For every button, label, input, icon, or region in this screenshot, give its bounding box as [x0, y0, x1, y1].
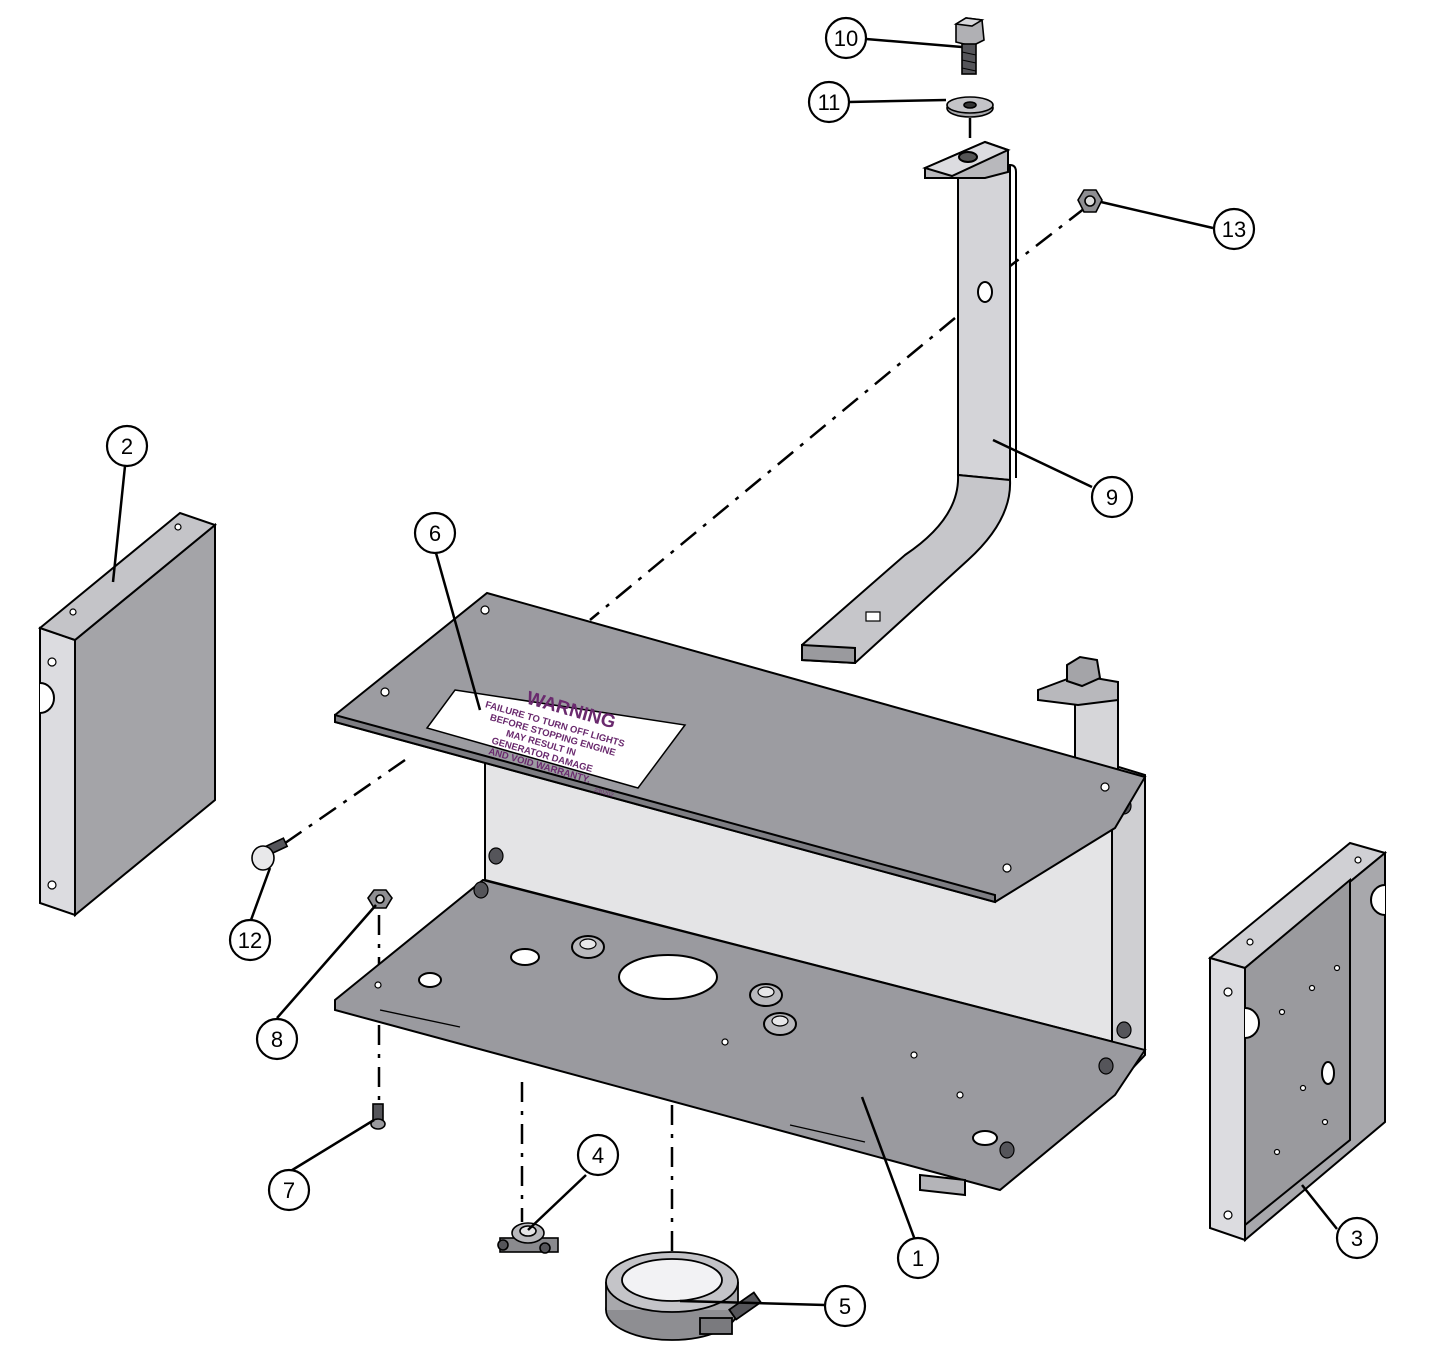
- callout-10: 10: [824, 16, 868, 60]
- callout-3-label: 3: [1351, 1226, 1363, 1251]
- callout-11: 11: [807, 80, 851, 124]
- callout-2: 2: [105, 424, 149, 468]
- callout-7: 7: [267, 1168, 311, 1212]
- part-12-screw: [251, 837, 289, 871]
- callout-5-label: 5: [839, 1294, 851, 1319]
- callout-6: 6: [413, 511, 457, 555]
- top-plate: [334, 591, 1147, 904]
- callout-4-label: 4: [592, 1143, 604, 1168]
- part-13-nut: [1077, 189, 1103, 213]
- part-3-side-panel: [1207, 841, 1388, 1243]
- part-5-clamp-connector: [605, 1251, 762, 1341]
- callout-12-label: 12: [238, 928, 262, 953]
- callout-10-label: 10: [834, 26, 858, 51]
- part-11-washer: [946, 96, 994, 118]
- callout-8: 8: [255, 1017, 299, 1061]
- callout-1-label: 1: [912, 1246, 924, 1271]
- callout-2-label: 2: [121, 434, 133, 459]
- callout-13-label: 13: [1222, 217, 1246, 242]
- callout-13: 13: [1212, 207, 1256, 251]
- leader-lines: [111, 37, 1338, 1307]
- callout-3: 3: [1335, 1216, 1379, 1260]
- part-2-side-panel: [37, 511, 218, 918]
- part-10-bolt: [953, 17, 985, 75]
- callout-8-label: 8: [271, 1027, 283, 1052]
- warning-code: 230202: [593, 788, 615, 799]
- part-6-warning-label: WARNING FAILURE TO TURN OFF LIGHTS BEFOR…: [425, 688, 687, 799]
- callout-4: 4: [576, 1133, 620, 1177]
- callout-1: 1: [896, 1236, 940, 1280]
- part-7-screw: [370, 1103, 386, 1130]
- callout-5: 5: [823, 1284, 867, 1328]
- part-8-nut: [367, 889, 393, 909]
- callout-9: 9: [1090, 475, 1134, 519]
- part-4-connector: [497, 1222, 559, 1254]
- callout-6-label: 6: [429, 521, 441, 546]
- callout-7-label: 7: [283, 1178, 295, 1203]
- callout-11-label: 11: [818, 90, 841, 115]
- callouts: 1 2 3 4 5 6 7 8 9 10 11 12 13: [105, 16, 1379, 1328]
- callout-12: 12: [228, 918, 272, 962]
- callout-9-label: 9: [1106, 485, 1118, 510]
- assembly-lines: [277, 118, 1086, 1290]
- part-9-bracket: [801, 140, 1017, 665]
